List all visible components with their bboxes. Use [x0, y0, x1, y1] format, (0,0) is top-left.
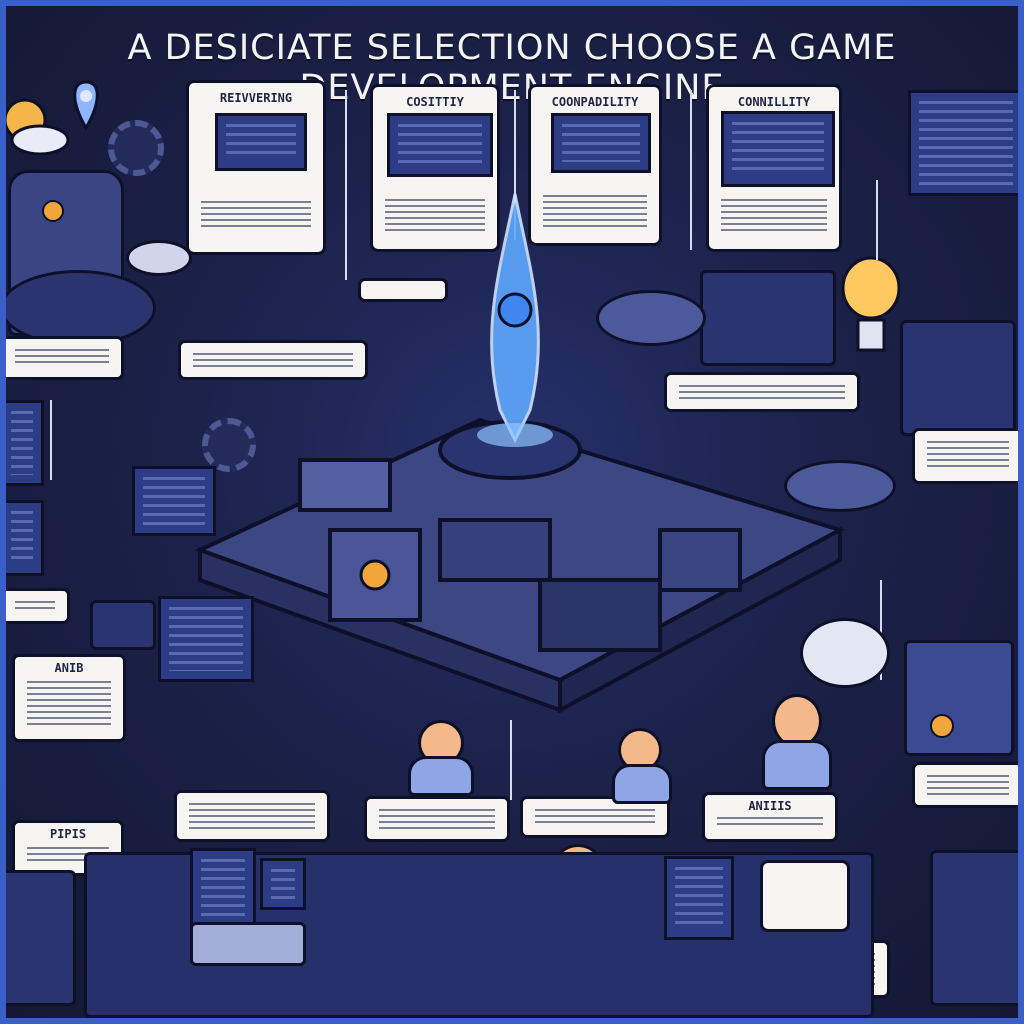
note-bottom-2 — [364, 796, 510, 842]
central-platform — [194, 417, 846, 714]
machine-block — [90, 600, 156, 650]
computer-icon — [215, 113, 307, 171]
note-body-text — [717, 817, 823, 829]
connector-arrow — [345, 90, 347, 280]
note-center-left — [178, 340, 368, 380]
status-light — [930, 714, 954, 738]
crystal-icon — [477, 193, 553, 447]
note-aniiis: ANIIIS — [702, 792, 838, 842]
card-body-text — [385, 199, 485, 235]
cloud-shape — [126, 240, 192, 276]
computer-icon — [158, 596, 254, 682]
connector-arrow — [880, 580, 882, 680]
computer-icon — [190, 848, 256, 928]
note-body-text — [927, 775, 1009, 795]
connector-arrow — [514, 90, 516, 240]
note-left-mid — [0, 588, 70, 624]
note-anib-title: ANIB — [54, 661, 84, 675]
note-pipis-title: PIPIS — [49, 827, 87, 841]
gear-icon — [108, 120, 164, 176]
note-center-right — [664, 372, 860, 412]
card-body-text — [721, 199, 827, 235]
machine-block — [0, 870, 76, 1006]
character-figure — [610, 720, 672, 804]
machine-block — [700, 270, 836, 366]
top-card-2-title: COSITTIY — [406, 95, 464, 109]
note-body-text — [193, 353, 353, 367]
top-card-1: REIVVERING — [186, 80, 326, 255]
machine-block — [930, 850, 1024, 1006]
note-body-text — [379, 809, 495, 829]
note-body-text — [27, 681, 111, 729]
top-card-4: CONNILLITY — [706, 84, 842, 252]
note-body-text — [15, 349, 109, 367]
character-body — [762, 740, 832, 790]
computer-icon — [132, 466, 216, 536]
sun-icon — [3, 98, 70, 156]
character-body — [612, 764, 672, 804]
card-body-text — [201, 201, 311, 231]
note-bottom-1 — [174, 790, 330, 842]
cloud-shape — [784, 460, 896, 512]
note-right-mid — [912, 428, 1024, 484]
note-body-text — [15, 601, 55, 611]
character-figure — [404, 700, 474, 796]
server-box — [904, 640, 1014, 756]
monitor-icon — [387, 113, 493, 177]
note-small — [358, 278, 448, 302]
location-pin-icon — [73, 80, 99, 132]
note-right-lower — [912, 762, 1024, 808]
note-body-text — [679, 385, 845, 399]
top-card-4-title: CONNILLITY — [737, 95, 811, 109]
connector-arrow — [50, 400, 52, 480]
computer-icon — [260, 858, 306, 910]
top-card-3-title: COONPADILITY — [551, 95, 639, 109]
top-card-3: COONPADILITY — [528, 84, 662, 246]
note-anib: ANIB — [12, 654, 126, 742]
rock-pile — [0, 270, 156, 346]
connector-arrow — [876, 180, 878, 260]
character-body — [408, 756, 474, 796]
top-card-1-title: REIVVERING — [219, 91, 293, 105]
note-body-text — [927, 441, 1009, 471]
lightbulb-icon — [841, 256, 901, 352]
note-body-text — [535, 809, 655, 825]
monitor-icon — [551, 113, 651, 173]
poster-title: A DESICIATE SELECTION CHOOSE A GAME DEVE… — [127, 28, 897, 108]
connector-arrow — [690, 90, 692, 250]
machine-block — [900, 320, 1016, 436]
top-card-2: COSITTIY — [370, 84, 500, 252]
cloud-shape — [800, 618, 890, 688]
note-left-upper — [0, 336, 124, 380]
card-body-text — [543, 195, 647, 229]
keyboard — [190, 922, 306, 966]
character-figure — [756, 690, 836, 790]
note-pipis: PIPIS — [12, 820, 124, 876]
computer-icon — [0, 500, 44, 576]
connector-arrow — [510, 720, 512, 800]
note-body-text — [189, 803, 315, 829]
gear-icon — [202, 418, 256, 472]
monitor-icon — [908, 90, 1024, 196]
computer-icon — [664, 856, 734, 940]
note-aniiis-title: ANIIIS — [748, 799, 792, 813]
cloud-shape — [596, 290, 706, 346]
monitor-light — [760, 860, 850, 932]
robot-eye — [42, 200, 64, 222]
monitor-icon — [721, 111, 835, 187]
computer-icon — [0, 400, 44, 486]
